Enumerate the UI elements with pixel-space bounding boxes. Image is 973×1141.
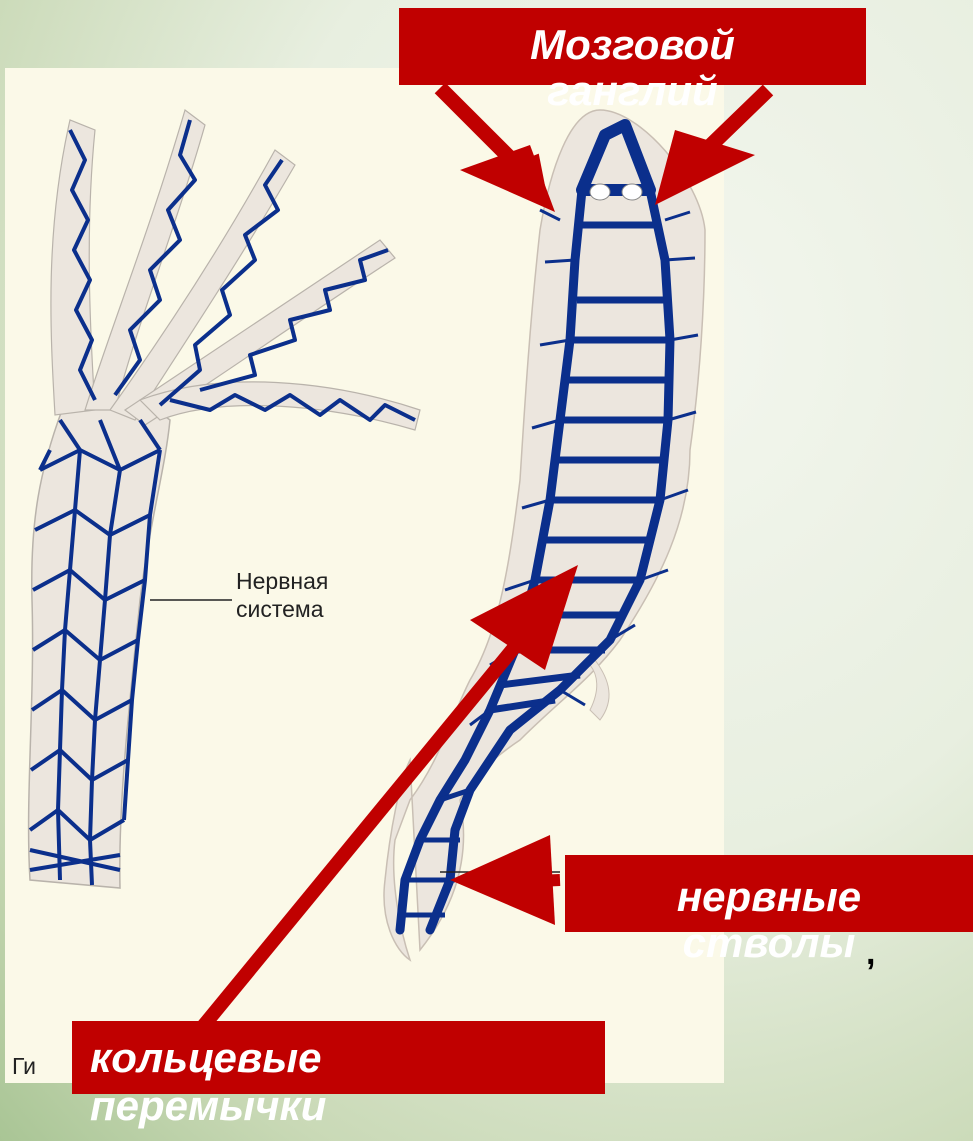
arrow-nerve-trunks-head	[450, 835, 555, 925]
brain-ganglion-label: Мозговой ганглий	[399, 8, 866, 85]
ring-commissures-label: кольцевые перемычки	[72, 1021, 605, 1094]
arrow-ganglion-left-head	[460, 145, 555, 212]
hydra-tentacle-1	[51, 120, 95, 415]
hydra-diagram	[29, 110, 420, 888]
nerve-trunks-comma: ,	[866, 934, 875, 973]
hydra-nervous-system-label: Нервная система	[236, 567, 328, 623]
brain-ganglion-word1: Мозговой	[399, 8, 866, 68]
brain-ganglion-word2: ганглий	[399, 68, 866, 114]
hydra-label-line1: Нервная	[236, 567, 328, 595]
arrow-ring-commissure	[200, 610, 545, 1030]
nerve-trunks-label: нервные стволы	[565, 855, 973, 932]
nerve-trunks-word2: стволы	[565, 920, 973, 966]
planarian-diagram	[384, 110, 705, 960]
hydra-label-line2: система	[236, 595, 328, 623]
hydra-tentacle-5	[140, 382, 420, 430]
ring-commissures-word2: перемычки	[72, 1081, 605, 1129]
arrow-ganglion-right-head	[655, 130, 755, 205]
figure-caption: Ги	[12, 1053, 36, 1080]
nerve-trunks-word1: нервные	[565, 855, 973, 920]
ring-commissures-word1: кольцевые	[72, 1021, 605, 1081]
